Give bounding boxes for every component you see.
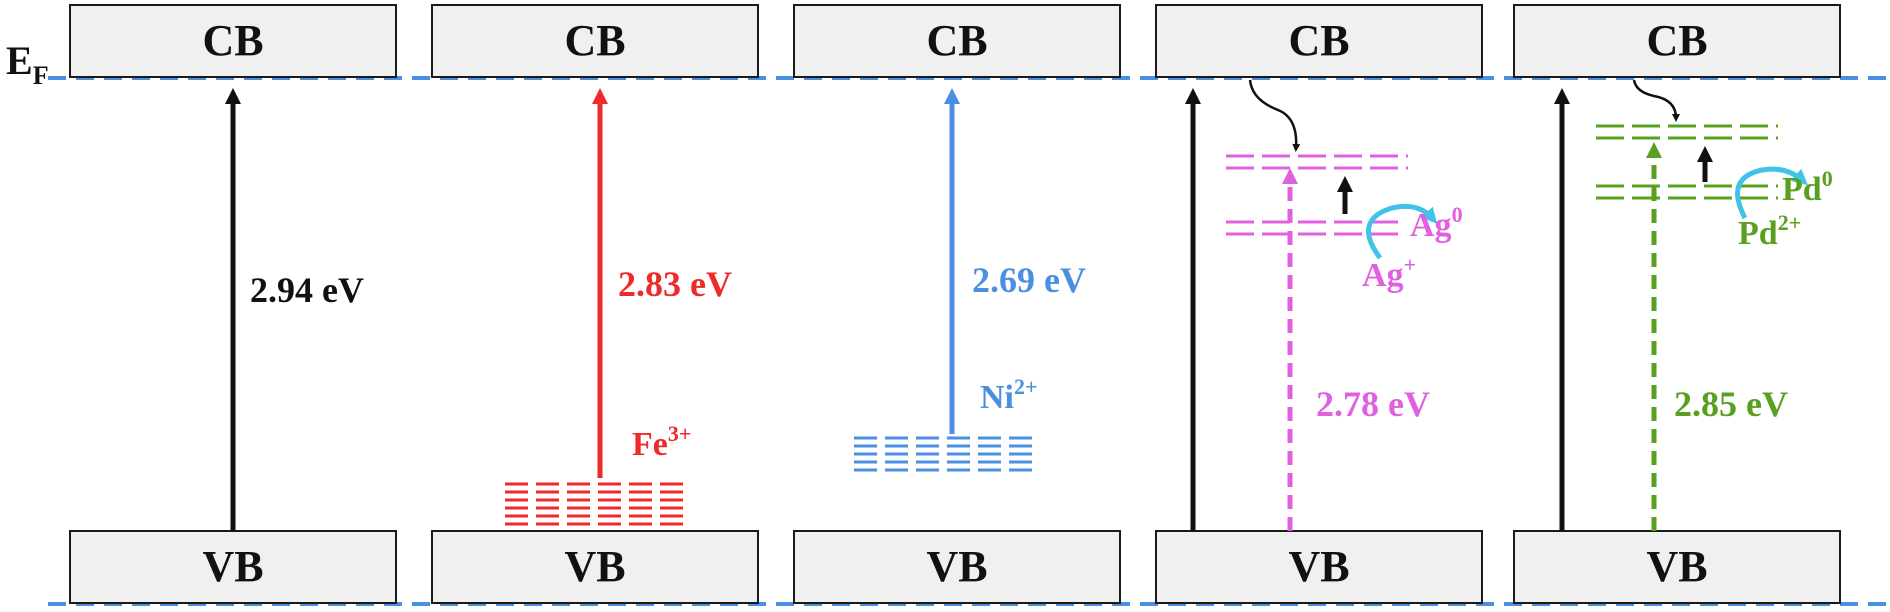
fermi-level-label: EF [6, 38, 49, 90]
oxidized-ion-label: Pd2+ [1738, 210, 1801, 252]
valence-band-label: VB [1646, 542, 1707, 591]
dopant-ion-label: Ni2+ [980, 374, 1038, 416]
conduction-band [1155, 4, 1483, 78]
dopant-ion-label: Fe3+ [632, 421, 691, 463]
reduced-ion-label: Pd0 [1782, 166, 1833, 208]
band-gap-label: 2.94 eV [250, 270, 364, 310]
valence-band [69, 530, 397, 604]
panel-ni: CB VB 2.69 eV Ni2+ [793, 4, 1121, 604]
electron-transfer-arrow [1248, 79, 1301, 152]
valence-band-label: VB [1288, 542, 1349, 591]
valence-band-label: VB [926, 542, 987, 591]
valence-band [793, 530, 1121, 604]
valence-band-label: VB [564, 542, 625, 591]
panel-pd: CB VB 2.85 eV Pd0 Pd2+ [1513, 4, 1841, 604]
conduction-band-label: CB [202, 16, 263, 65]
reduced-ion-label: Ag0 [1410, 202, 1463, 244]
reduction-arrow [1366, 203, 1438, 260]
conduction-band-label: CB [1646, 16, 1707, 65]
conduction-band [69, 4, 397, 78]
panel-ag: CB VB 2.78 eV Ag0 Ag+ [1155, 4, 1483, 604]
valence-band [1155, 530, 1483, 604]
valence-band [431, 530, 759, 604]
conduction-band-label: CB [1288, 16, 1349, 65]
band-gap-label: 2.83 eV [618, 264, 732, 304]
panel-pristine: CB VB 2.94 eV [69, 4, 397, 604]
dopant-levels-ni [854, 436, 1032, 472]
band-gap-label: 2.78 eV [1316, 384, 1430, 424]
conduction-band-label: CB [564, 16, 625, 65]
valence-band-label: VB [202, 542, 263, 591]
electron-transfer-arrow [1632, 79, 1680, 122]
surface-levels-pd [1596, 124, 1778, 200]
band-gap-label: 2.85 eV [1674, 384, 1788, 424]
conduction-band [1513, 4, 1841, 78]
oxidized-ion-label: Ag+ [1362, 252, 1416, 294]
conduction-band [431, 4, 759, 78]
conduction-band-label: CB [926, 16, 987, 65]
panel-fe: CB VB 2.83 eV Fe3+ [431, 4, 759, 604]
valence-band [1513, 530, 1841, 604]
reduction-arrow [1735, 166, 1809, 220]
band-gap-label: 2.69 eV [972, 260, 1086, 300]
conduction-band [793, 4, 1121, 78]
dopant-levels-fe [505, 482, 683, 526]
surface-levels-ag [1226, 154, 1408, 236]
